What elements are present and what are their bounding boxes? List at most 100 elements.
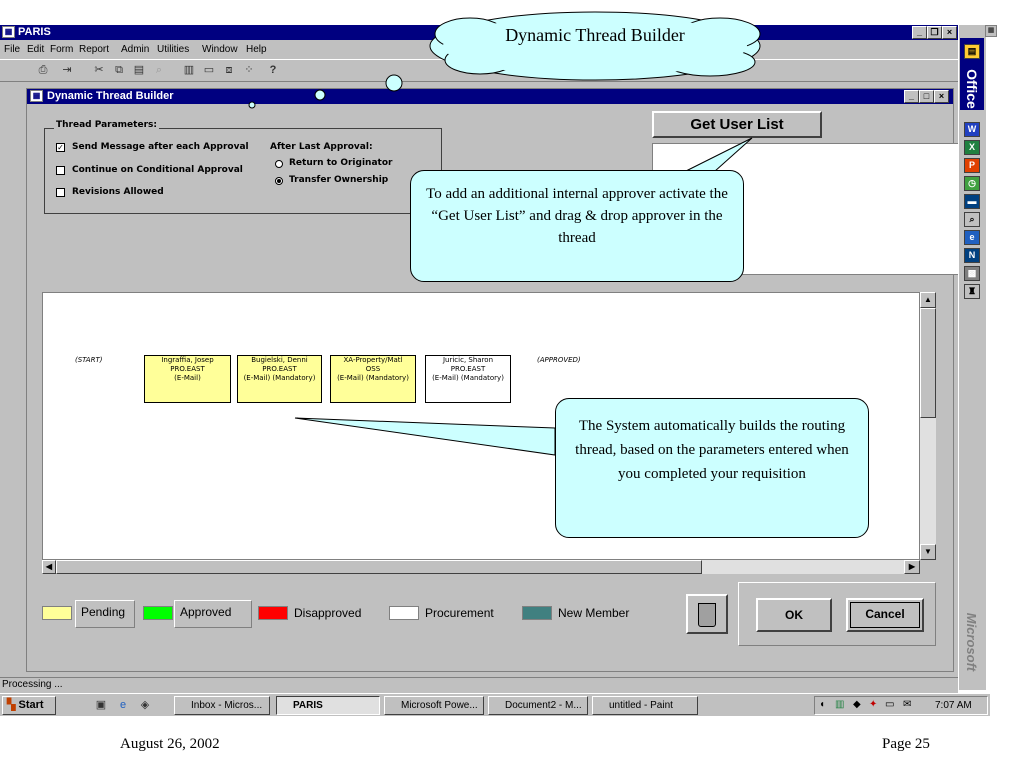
cancel-button[interactable]: Cancel: [846, 598, 924, 632]
continue-conditional-checkbox[interactable]: [56, 166, 65, 175]
help-icon[interactable]: ?: [269, 64, 277, 76]
ok-button[interactable]: OK: [756, 598, 832, 632]
legend-approved-label: Approved: [174, 600, 252, 628]
taskbar-item-powerpoint[interactable]: Microsoft Powe...: [384, 696, 484, 715]
trash-icon: [698, 603, 716, 627]
internet-explorer-icon[interactable]: e: [964, 230, 980, 245]
transfer-ownership-label: Transfer Ownership: [289, 175, 389, 185]
menu-edit[interactable]: Edit: [27, 44, 45, 55]
action-button-group: [738, 582, 936, 646]
menu-admin[interactable]: Admin: [121, 44, 150, 55]
menu-help[interactable]: Help: [246, 44, 267, 55]
scroll-right-button[interactable]: ▶: [904, 560, 920, 574]
revisions-allowed-checkbox[interactable]: [56, 188, 65, 197]
legend-pending-label: Pending: [75, 600, 135, 628]
title-cloud-shape: [248, 11, 761, 109]
find-file-icon[interactable]: ⌕: [964, 212, 980, 227]
word-icon[interactable]: W: [964, 122, 980, 137]
game-icon[interactable]: ▩: [964, 266, 980, 281]
legend-new-member-label: New Member: [558, 606, 630, 620]
taskbar-item-paris[interactable]: PARIS: [276, 696, 380, 715]
start-button[interactable]: ▚ Start: [2, 696, 56, 715]
office-menu-icon[interactable]: ▤: [964, 44, 980, 59]
show-desktop-icon[interactable]: ▣: [95, 699, 107, 711]
thread-vertical-scrollbar[interactable]: ▲ ▼: [920, 292, 936, 560]
mail-icon[interactable]: ✉: [903, 699, 912, 710]
menu-bar: File Edit Form Report Admin Utilities Wi…: [0, 42, 958, 58]
print-icon[interactable]: ⎙: [38, 64, 48, 76]
menu-report[interactable]: Report: [79, 44, 110, 55]
legend-procurement-label: Procurement: [425, 606, 494, 620]
arrange-icon[interactable]: ⁘: [244, 64, 254, 76]
scroll-down-button[interactable]: ▼: [920, 544, 936, 560]
app-close-button[interactable]: ×: [942, 26, 957, 39]
menu-window[interactable]: Window: [202, 44, 238, 55]
legend-procurement-swatch: [389, 606, 419, 620]
tile-icon[interactable]: ▥: [183, 64, 195, 76]
thread-node-3[interactable]: XA-Property/Matl OSS (E-Mail) (Mandatory…: [330, 355, 416, 403]
volume-icon[interactable]: ◖: [819, 699, 826, 710]
copy-icon[interactable]: ⧉: [115, 64, 123, 76]
thread-horizontal-scrollbar[interactable]: ◀ ▶: [42, 560, 920, 574]
status-bar: Processing ...: [0, 677, 958, 691]
routing-callout-text: The System automatically builds the rout…: [575, 418, 849, 482]
user-list-callout: To add an additional internal approver a…: [410, 170, 744, 282]
antivirus-icon[interactable]: ✦: [869, 699, 878, 710]
thread-node-2[interactable]: Bugielski, Denni PRO.EAST (E-Mail) (Mand…: [237, 355, 322, 403]
network-icon[interactable]: ▥: [835, 699, 845, 710]
trash-button[interactable]: [686, 594, 728, 634]
dialog-minimize-button[interactable]: _: [904, 90, 919, 103]
system-tray: ◖ ▥ ◆ ✦ ▭ ✉ 7:07 AM: [814, 696, 988, 715]
scroll-up-button[interactable]: ▲: [920, 292, 936, 308]
menu-form[interactable]: Form: [50, 44, 74, 55]
app-minimize-button[interactable]: _: [912, 26, 927, 39]
app-restore-button[interactable]: ❐: [927, 26, 942, 39]
return-originator-radio[interactable]: [275, 160, 283, 168]
routing-callout: The System automatically builds the rout…: [555, 398, 869, 538]
dialog-title-bar[interactable]: ▦ Dynamic Thread Builder _ □ ×: [27, 89, 953, 104]
dialog-title: Dynamic Thread Builder: [47, 90, 174, 102]
taskbar-item-document2[interactable]: Document2 - M...: [488, 696, 588, 715]
send-message-checkbox[interactable]: ✓: [56, 143, 65, 152]
title-cloud-text: Dynamic Thread Builder: [505, 25, 685, 45]
hscroll-thumb[interactable]: [56, 560, 702, 574]
dialog-close-button[interactable]: ×: [934, 90, 949, 103]
thread-node-4[interactable]: Juricic, Sharon PRO.EAST (E-Mail) (Manda…: [425, 355, 511, 403]
dialog-maximize-button[interactable]: □: [919, 90, 934, 103]
continue-conditional-label: Continue on Conditional Approval: [72, 165, 243, 175]
legend-new-member-swatch: [522, 606, 552, 620]
scroll-left-button[interactable]: ◀: [42, 560, 56, 574]
chess-icon[interactable]: ♜: [964, 284, 980, 299]
quicklaunch-channels-icon[interactable]: ◈: [140, 699, 150, 711]
cut-icon[interactable]: ✂: [94, 64, 104, 76]
schedule-icon[interactable]: ◷: [964, 176, 980, 191]
thread-node-1[interactable]: Ingraffia, Josep PRO.EAST (E-Mail): [144, 355, 231, 403]
scroll-thumb[interactable]: [920, 308, 936, 418]
office-bar-top-icon[interactable]: ▦: [985, 25, 997, 37]
legend-disapproved-label: Disapproved: [294, 606, 362, 620]
netscape-icon[interactable]: N: [964, 248, 980, 263]
taskbar-item-paint[interactable]: untitled - Paint: [592, 696, 698, 715]
insert-icon[interactable]: ⇥: [62, 64, 72, 76]
menu-utilities[interactable]: Utilities: [157, 44, 190, 55]
routing-callout-pointer: [294, 417, 556, 456]
tray-app-icon[interactable]: ◆: [853, 699, 861, 710]
app-title: PARIS: [18, 26, 51, 38]
send-message-label: Send Message after each Approval: [72, 142, 249, 152]
desktop-icon[interactable]: ▬: [964, 194, 980, 209]
get-user-list-button[interactable]: Get User List: [652, 111, 822, 138]
taskbar-item-inbox[interactable]: Inbox - Micros...: [174, 696, 270, 715]
monitor-icon[interactable]: ▭: [885, 699, 895, 710]
window-icon[interactable]: ▭: [203, 64, 215, 76]
menu-file[interactable]: File: [4, 44, 21, 55]
user-list-callout-text: To add an additional internal approver a…: [426, 186, 728, 246]
powerpoint-icon[interactable]: P: [964, 158, 980, 173]
paste-icon[interactable]: ▤: [133, 64, 145, 76]
thread-parameters-legend: Thread Parameters:: [54, 120, 159, 130]
quicklaunch-ie-icon[interactable]: e: [119, 699, 127, 711]
excel-icon[interactable]: X: [964, 140, 980, 155]
transfer-ownership-radio[interactable]: [275, 177, 283, 185]
cascade-icon[interactable]: ⧈: [225, 64, 233, 76]
find-icon[interactable]: ⌕: [155, 64, 163, 76]
